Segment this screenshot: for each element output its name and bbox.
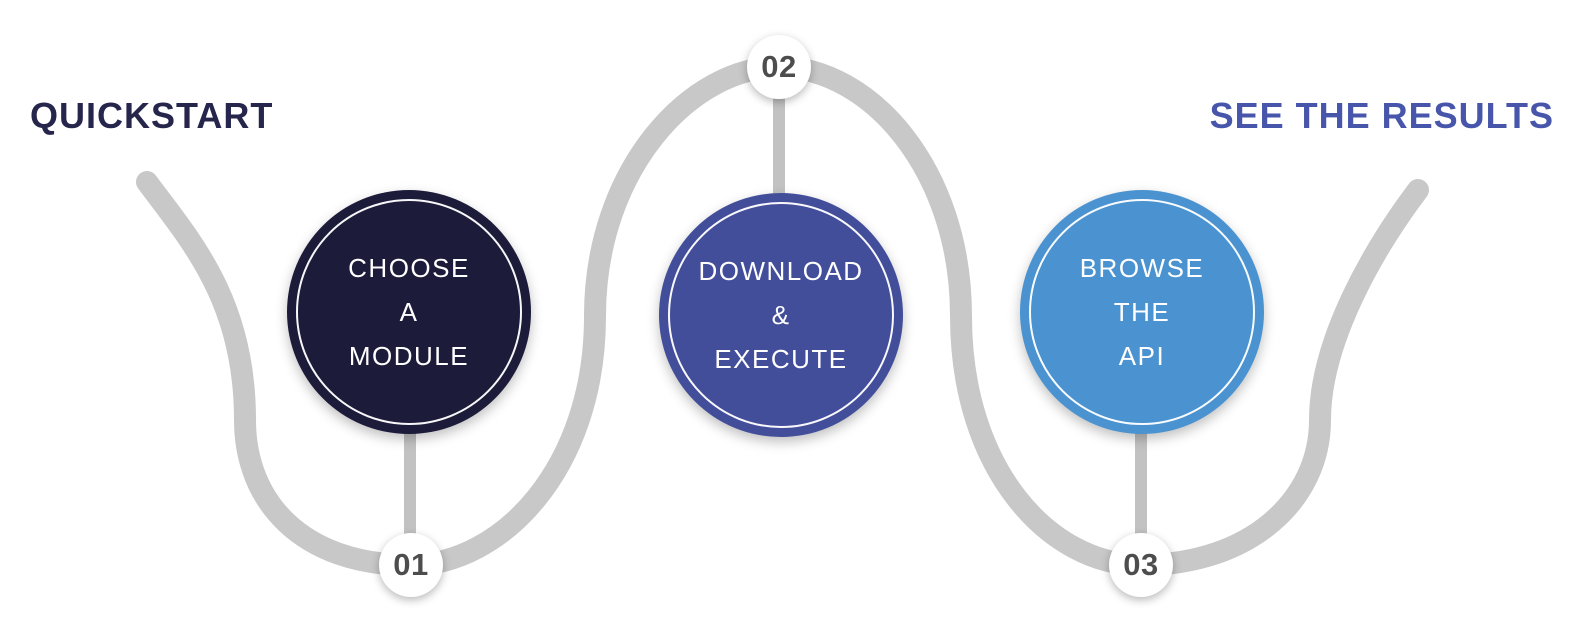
step-1-number-badge: 01 [379, 533, 443, 597]
step-3-connector [1135, 400, 1147, 565]
step-2-circle: DOWNLOAD & EXECUTE [659, 193, 903, 437]
step-3-label-line: API [1118, 341, 1166, 371]
step-1-connector [404, 400, 416, 565]
step-3-number: 03 [1123, 547, 1159, 582]
step-1-number: 01 [393, 547, 429, 582]
step-3-number-badge: 03 [1109, 533, 1173, 597]
step-2-number: 02 [761, 49, 797, 84]
step-1-label-line: MODULE [348, 341, 470, 371]
step-3-label-line: BROWSE [1079, 253, 1205, 283]
step-2-connector [773, 67, 785, 210]
step-2-number-badge: 02 [747, 35, 811, 99]
step-2-label-line: EXECUTE [714, 344, 848, 374]
step-3-label-line: THE [1113, 297, 1171, 327]
quickstart-title: QUICKSTART [30, 95, 274, 136]
step-2-label-line: & [771, 300, 791, 330]
step-2-label-line: DOWNLOAD [698, 256, 864, 286]
see-the-results-title: SEE THE RESULTS [1209, 95, 1554, 136]
step-1-circle: CHOOSE A MODULE [287, 190, 531, 434]
step-1-label-line: A [399, 297, 419, 327]
step-1-label-line: CHOOSE [348, 253, 470, 283]
step-3-circle: BROWSE THE API [1020, 190, 1264, 434]
